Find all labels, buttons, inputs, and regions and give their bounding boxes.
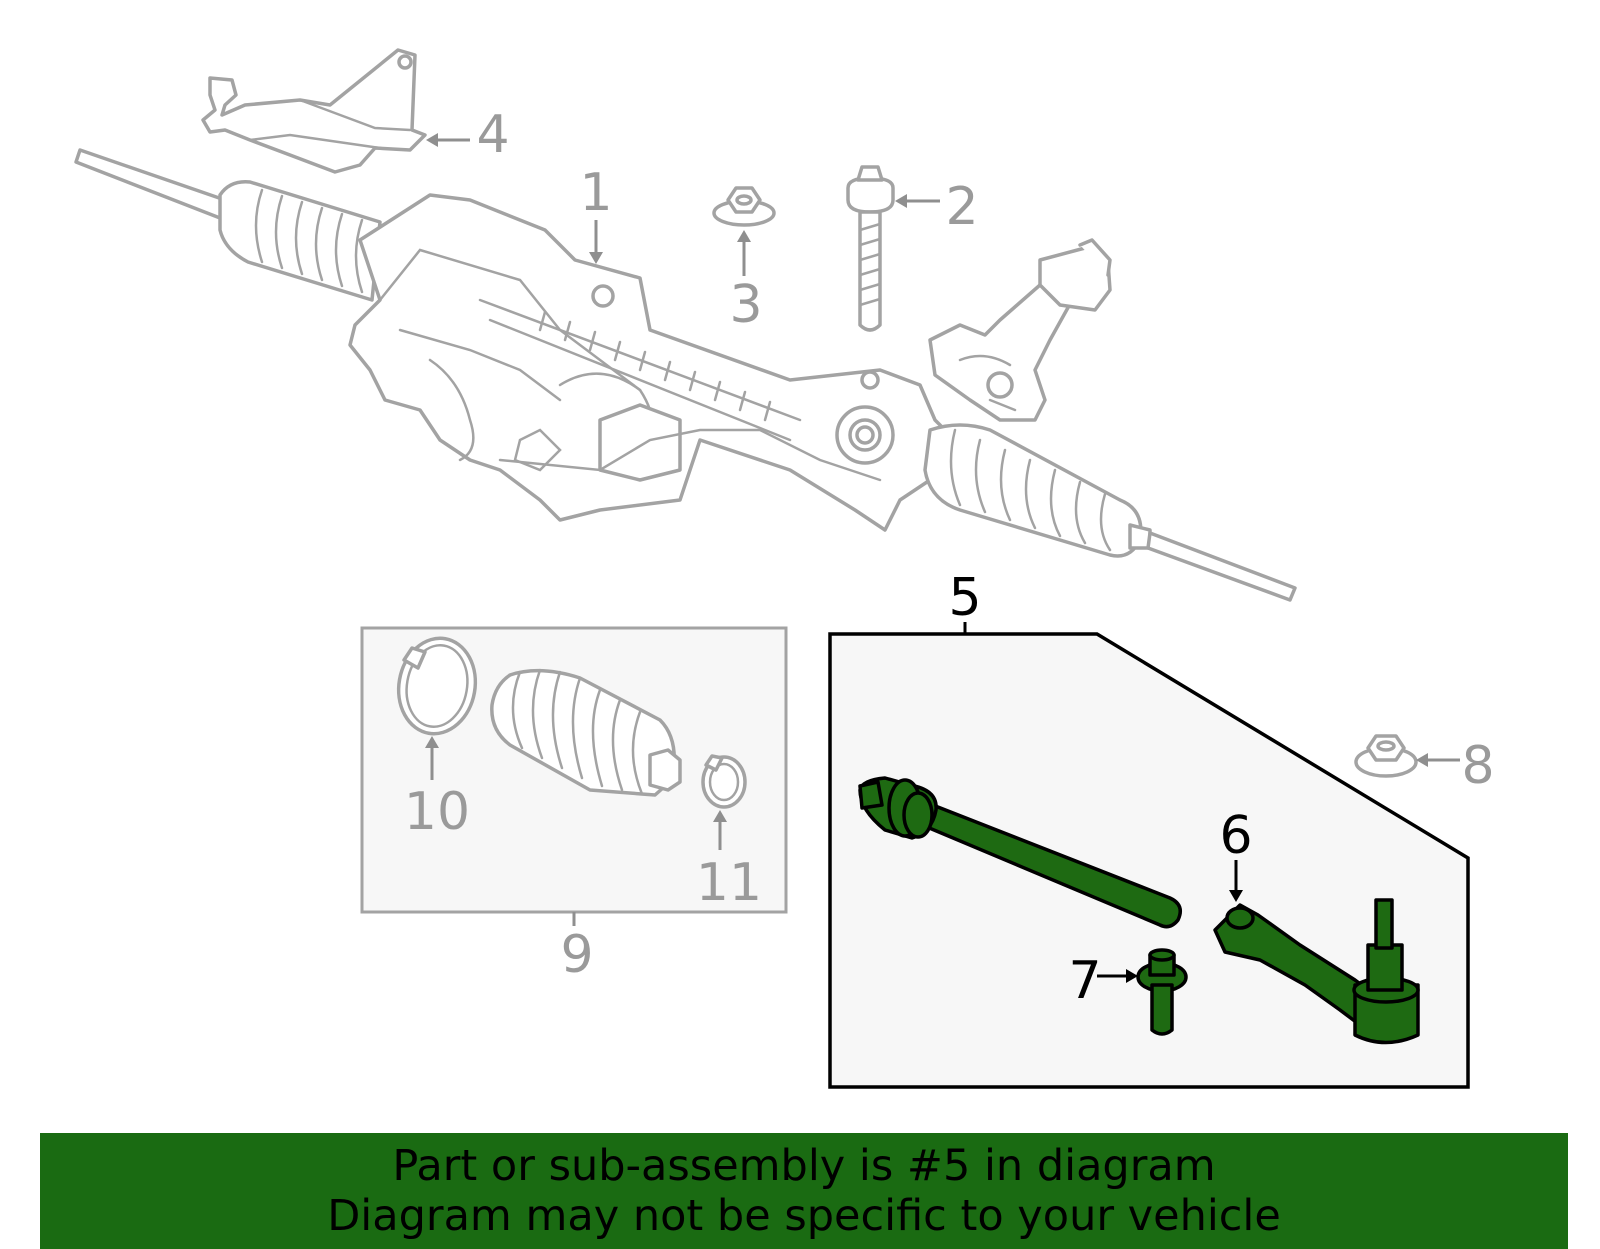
bolt-part-2	[846, 165, 895, 332]
boot-kit-bellows	[490, 668, 682, 797]
callout-2: 2	[945, 177, 978, 237]
nut-part-3	[712, 186, 776, 227]
input-shaft	[928, 238, 1112, 422]
callout-5: 5	[948, 568, 981, 628]
callout-4: 4	[476, 105, 509, 165]
clamp-part-11	[701, 754, 747, 809]
left-boot	[218, 180, 382, 302]
outer-tie-rod-end-part-6	[1213, 898, 1420, 1045]
inner-tie-rod	[858, 776, 1182, 929]
callout-11: 11	[696, 853, 762, 913]
clamp-part-10	[396, 636, 478, 736]
callout-8: 8	[1461, 736, 1494, 796]
callout-9: 9	[560, 925, 593, 985]
tie-rod-assembly-panel-5	[828, 632, 1470, 1089]
steering-gear-assembly	[74, 148, 1297, 602]
banner-line-part-number: Part or sub-assembly is #5 in diagram	[392, 1141, 1216, 1191]
callout-arrows	[425, 133, 1460, 983]
callout-7: 7	[1068, 951, 1101, 1011]
callout-1: 1	[579, 163, 612, 223]
right-boot	[923, 423, 1152, 558]
callout-labels: 1 2 3 4 5 6 7 8 9 10 11	[404, 105, 1495, 1011]
callout-3: 3	[729, 275, 762, 335]
info-banner: Part or sub-assembly is #5 in diagram Di…	[40, 1133, 1568, 1249]
callout-6: 6	[1219, 806, 1252, 866]
bracket-part-4	[201, 48, 427, 174]
boot-kit-panel-9	[360, 626, 788, 914]
bolt-part-7	[1136, 948, 1188, 1036]
nut-part-8	[1354, 734, 1418, 778]
callout-10: 10	[404, 782, 470, 842]
banner-line-disclaimer: Diagram may not be specific to your vehi…	[327, 1191, 1281, 1241]
